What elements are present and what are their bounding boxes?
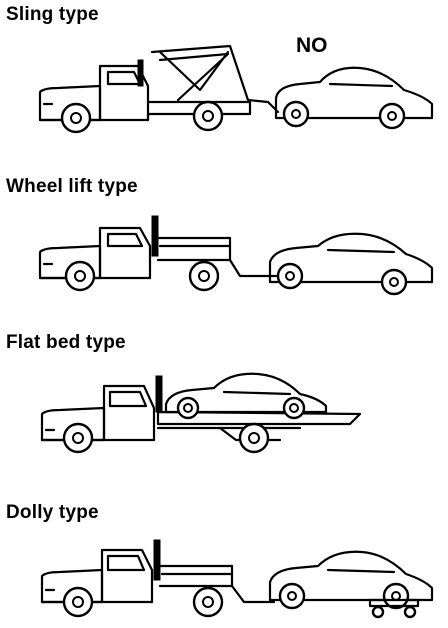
flat-bed-tow-illustration: [0, 366, 448, 466]
wheel-lift-type-label: Wheel lift type: [6, 176, 138, 197]
dolly: [370, 600, 418, 617]
carried-car: [166, 374, 326, 418]
towed-car: [276, 68, 432, 128]
sling-tow-illustration: [0, 30, 448, 140]
dolly-type-label: Dolly type: [6, 502, 99, 523]
towed-car: [270, 234, 432, 294]
tow-truck: [42, 540, 274, 616]
dolly-tow-illustration: [0, 536, 448, 628]
tow-truck: [40, 46, 278, 132]
flat-bed-truck: [42, 376, 360, 452]
sling-verdict-no: NO: [296, 34, 328, 57]
wheel-lift-tow-illustration: [0, 212, 448, 302]
towed-car: [270, 552, 432, 608]
sling-type-label: Sling type: [6, 4, 99, 25]
flat-bed-type-label: Flat bed type: [6, 332, 126, 353]
tow-truck: [40, 216, 276, 290]
